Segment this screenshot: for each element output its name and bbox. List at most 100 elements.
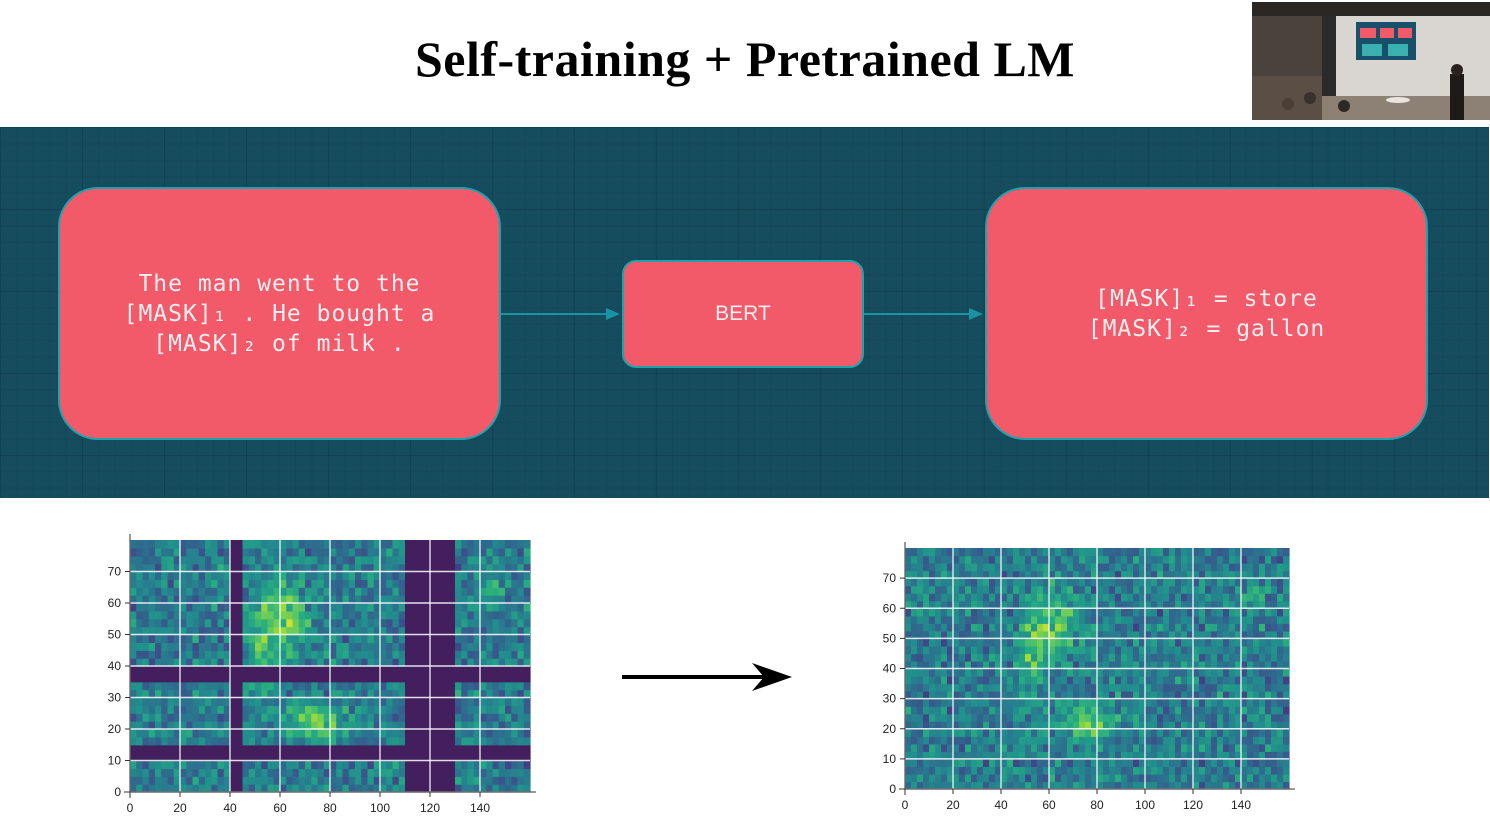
heatmap-cell	[248, 697, 256, 706]
heatmap-cell	[173, 540, 181, 549]
heatmap-cell	[473, 595, 481, 604]
heatmap-cell	[386, 689, 394, 699]
heatmap-cell	[1103, 593, 1110, 602]
heatmap-cell	[217, 571, 225, 580]
heatmap-cell	[1103, 660, 1110, 670]
heatmap-cell	[392, 603, 400, 612]
heatmap-cell	[917, 713, 924, 722]
heatmap-cell	[198, 784, 206, 793]
masked-cell	[423, 736, 431, 746]
heatmap-cell	[292, 634, 300, 643]
heatmap-cell	[1061, 638, 1068, 647]
heatmap-cell	[180, 768, 187, 777]
heatmap-cell	[1127, 593, 1134, 602]
masked-cell	[442, 713, 450, 722]
heatmap-cell	[330, 768, 337, 777]
masked-cell	[411, 571, 419, 580]
heatmap-cell	[136, 713, 144, 722]
heatmap-cell	[1205, 781, 1212, 790]
heatmap-cell	[1187, 608, 1194, 617]
masked-cell	[436, 736, 444, 746]
heatmap-cell	[392, 705, 400, 714]
heatmap-cell	[148, 736, 156, 746]
heatmap-cell	[286, 650, 294, 659]
masked-cell	[367, 673, 375, 683]
heatmap-cell	[1175, 668, 1182, 677]
heatmap-cell	[1085, 698, 1092, 707]
heatmap-cell	[1229, 736, 1236, 745]
heatmap-cell	[505, 595, 512, 604]
heatmap-cell	[1211, 691, 1218, 700]
heatmap-cell	[336, 658, 344, 667]
heatmap-cell	[989, 751, 996, 760]
heatmap-cell	[286, 713, 294, 722]
heatmap-cell	[1061, 653, 1068, 662]
heatmap-cell	[989, 563, 996, 572]
heatmap-cell	[398, 729, 406, 738]
heatmap-cell	[1097, 660, 1104, 670]
heatmap-cell	[1085, 563, 1092, 572]
heatmap-cell	[1259, 570, 1266, 579]
heatmap-cell	[1031, 578, 1038, 587]
masked-cell	[405, 666, 412, 675]
heatmap-cell	[1241, 721, 1248, 730]
heatmap-cell	[511, 760, 519, 769]
masked-cell	[230, 729, 237, 738]
heatmap-cell	[198, 713, 206, 722]
heatmap-cell	[941, 691, 948, 700]
heatmap-cell	[1073, 555, 1080, 564]
heatmap-cell	[355, 587, 362, 596]
heatmap-cell	[1199, 645, 1206, 655]
heatmap-cell	[1157, 736, 1164, 745]
masked-cell	[380, 666, 387, 675]
heatmap-cell	[1121, 706, 1128, 715]
heatmap-cell	[211, 595, 219, 604]
heatmap-cell	[323, 697, 331, 706]
heatmap-cell	[461, 642, 469, 651]
heatmap-cell	[1283, 691, 1290, 700]
heatmap-cell	[1013, 668, 1020, 677]
heatmap-cell	[330, 713, 337, 722]
heatmap-cell	[1067, 773, 1074, 783]
heatmap-cell	[305, 768, 312, 777]
heatmap-cell	[965, 713, 972, 722]
heatmap-cell	[211, 610, 219, 620]
masked-cell	[430, 642, 437, 651]
heatmap-cell	[486, 626, 494, 636]
heatmap-cell	[1277, 608, 1284, 617]
heatmap-cell	[167, 571, 175, 580]
heatmap-cell	[1037, 630, 1044, 639]
heatmap-cell	[317, 587, 325, 596]
masked-cell	[286, 744, 294, 754]
heatmap-cell	[995, 691, 1002, 700]
heatmap-cell	[929, 736, 936, 745]
heatmap-cell	[911, 623, 918, 632]
heatmap-cell	[1151, 615, 1158, 624]
heatmap-cell	[380, 634, 387, 643]
heatmap-cell	[1181, 600, 1188, 609]
heatmap-cell	[947, 645, 954, 655]
heatmap-cell	[330, 642, 337, 651]
heatmap-cell	[505, 587, 512, 596]
heatmap-cell	[348, 603, 356, 612]
heatmap-cell	[1217, 683, 1224, 692]
heatmap-cell	[1181, 608, 1188, 617]
heatmap-cell	[217, 618, 225, 628]
heatmap-cell	[292, 571, 300, 580]
masked-cell	[355, 752, 362, 762]
masked-cell	[336, 666, 344, 675]
masked-cell	[486, 666, 494, 675]
heatmap-cell	[205, 563, 212, 573]
heatmap-cell	[298, 705, 306, 714]
heatmap-cell	[305, 697, 312, 706]
heatmap-cell	[929, 653, 936, 662]
masked-cell	[436, 642, 444, 651]
masked-cell	[442, 650, 450, 659]
masked-cell	[430, 563, 437, 573]
heatmap-cell	[1121, 676, 1128, 685]
heatmap-cell	[336, 579, 344, 588]
heatmap-cell	[130, 610, 137, 620]
masked-cell	[130, 666, 137, 675]
heatmap-cell	[355, 610, 362, 620]
heatmap-cell	[959, 593, 966, 602]
